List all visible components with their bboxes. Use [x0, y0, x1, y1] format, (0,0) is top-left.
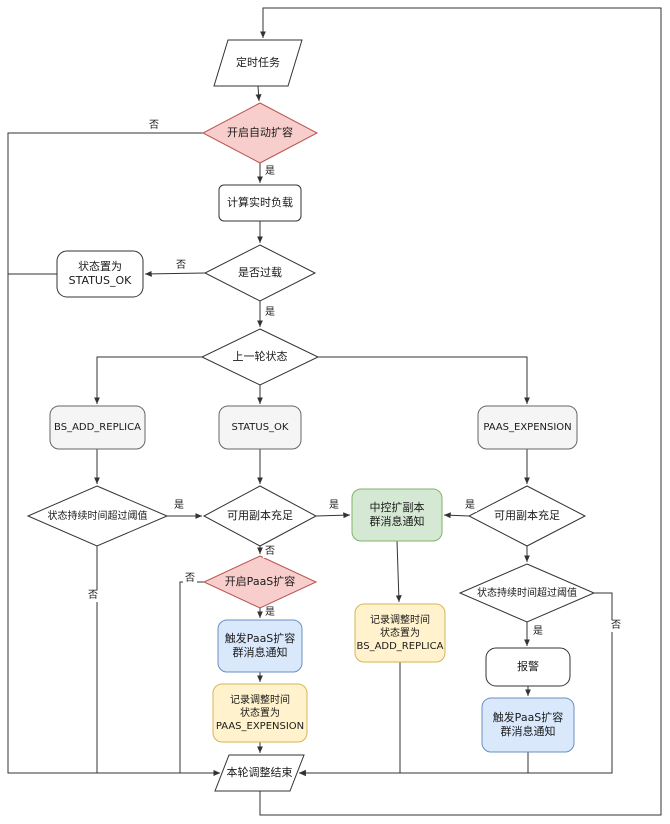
edge-record-bs-to-end — [299, 662, 401, 776]
shape-notify-paas-right-rect — [481, 697, 575, 753]
shape-set-status-ok-rect — [56, 250, 144, 298]
shape-record-bs-rect — [354, 603, 446, 663]
edge-replicas-mid-yes — [315, 512, 351, 519]
edge-last-state-right — [318, 356, 530, 404]
shape-duration-right-diamond — [458, 563, 596, 623]
shape-notify-add-replica-rect — [351, 488, 443, 542]
shape-state-paas-rect — [477, 405, 578, 450]
edge-overload-no — [144, 270, 206, 277]
shape-auto-scale-diamond — [201, 102, 319, 164]
shape-replicas-mid-diamond — [202, 485, 318, 547]
shape-last-state-diamond — [200, 328, 320, 386]
shape-start-parallelogram — [213, 39, 303, 87]
edge-start-to-auto-scale — [255, 85, 262, 102]
shape-state-ok-rect — [218, 405, 302, 450]
edge-auto-scale-no — [7, 132, 220, 776]
shape-paas-enabled-diamond — [202, 555, 318, 609]
shape-calc-load-rect — [218, 184, 302, 222]
shape-state-bs-rect — [49, 405, 146, 450]
shape-alarm-rect — [485, 647, 571, 687]
shape-record-paas-rect — [212, 683, 308, 743]
shape-end-parallelogram — [214, 754, 305, 792]
shape-overload-diamond — [203, 244, 317, 302]
shape-notify-paas-mid-rect — [217, 619, 303, 673]
edge-duration-left-no — [96, 546, 220, 776]
edge-loop-end-to-start — [259, 7, 662, 816]
shape-duration-left-diamond — [26, 485, 169, 547]
edge-notify-to-record-bs — [395, 540, 402, 603]
shape-replicas-right-diamond — [467, 485, 587, 547]
edge-notify-right-to-end — [299, 752, 529, 776]
edge-paas-enabled-no — [179, 581, 220, 776]
edge-last-state-left — [94, 356, 202, 404]
edge-replicas-right-yes — [443, 512, 470, 519]
